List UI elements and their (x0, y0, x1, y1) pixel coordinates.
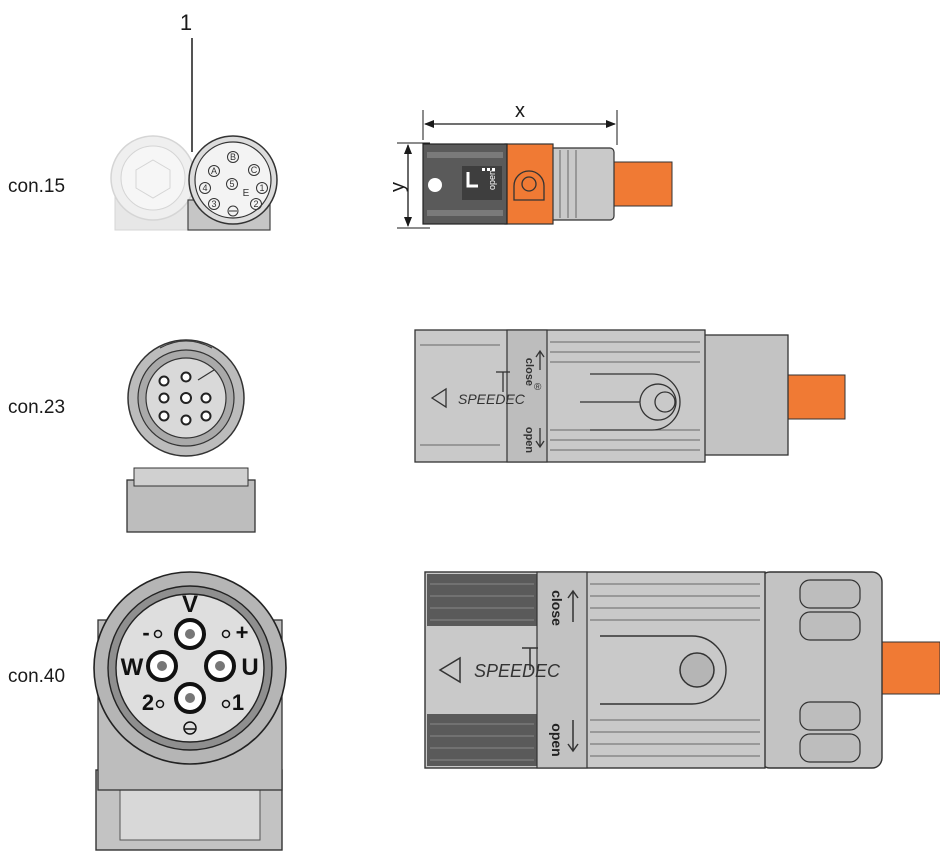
row-label-con23: con.23 (8, 397, 66, 418)
con40-cable (875, 641, 940, 695)
con15-side-view: x y open (387, 100, 673, 229)
con23-registered-mark: ® (534, 382, 542, 393)
con23-cable (784, 374, 846, 420)
con15-orange-collar (504, 143, 554, 225)
svg-text:E: E (243, 188, 250, 199)
svg-text:4: 4 (202, 183, 207, 193)
con15-front-view: 1 A B C 4 5 1 3 2 E (110, 10, 278, 231)
svg-text:3: 3 (211, 199, 216, 209)
con15-open-label: open (487, 170, 497, 190)
con40-pin-2: 2 (142, 690, 154, 715)
con40-brand: SPEEDEC (474, 661, 561, 681)
svg-text:C: C (251, 165, 258, 175)
con15-ghost-connector (110, 135, 196, 231)
dimension-y-label: y (387, 182, 409, 192)
con40-pin-w: W (121, 654, 144, 681)
con15-cable (611, 161, 673, 207)
con40-pin-minus: - (142, 620, 149, 645)
callout-number: 1 (180, 10, 192, 35)
con40-pin-v: V (182, 591, 198, 618)
con40-pin-1: 1 (232, 690, 244, 715)
row-label-con15: con.15 (8, 176, 66, 197)
con40-earth-icon (183, 721, 197, 735)
svg-text:2: 2 (253, 199, 258, 209)
con23-front-view (126, 339, 256, 533)
svg-text:A: A (211, 166, 217, 176)
con23-open-label: open (523, 427, 535, 454)
svg-text:B: B (230, 152, 236, 162)
dimension-x-label: x (515, 100, 525, 122)
con40-open-label: open (549, 723, 565, 756)
con40-side-view: SPEEDEC close open (424, 571, 940, 769)
row-label-con40: con.40 (8, 666, 66, 687)
con15-dot-marker (428, 178, 442, 192)
svg-text:1: 1 (259, 183, 264, 193)
con23-close-label: close (523, 358, 535, 386)
con40-close-label: close (549, 590, 565, 626)
con23-brand: SPEEDEC (458, 391, 526, 407)
svg-text:5: 5 (229, 179, 234, 189)
con40-front-view: V W U 2 1 - + (93, 571, 287, 851)
con23-side-view: SPEEDEC ® close open (414, 329, 846, 463)
con40-pin-u: U (241, 654, 258, 681)
con40-pin-plus: + (236, 620, 249, 645)
